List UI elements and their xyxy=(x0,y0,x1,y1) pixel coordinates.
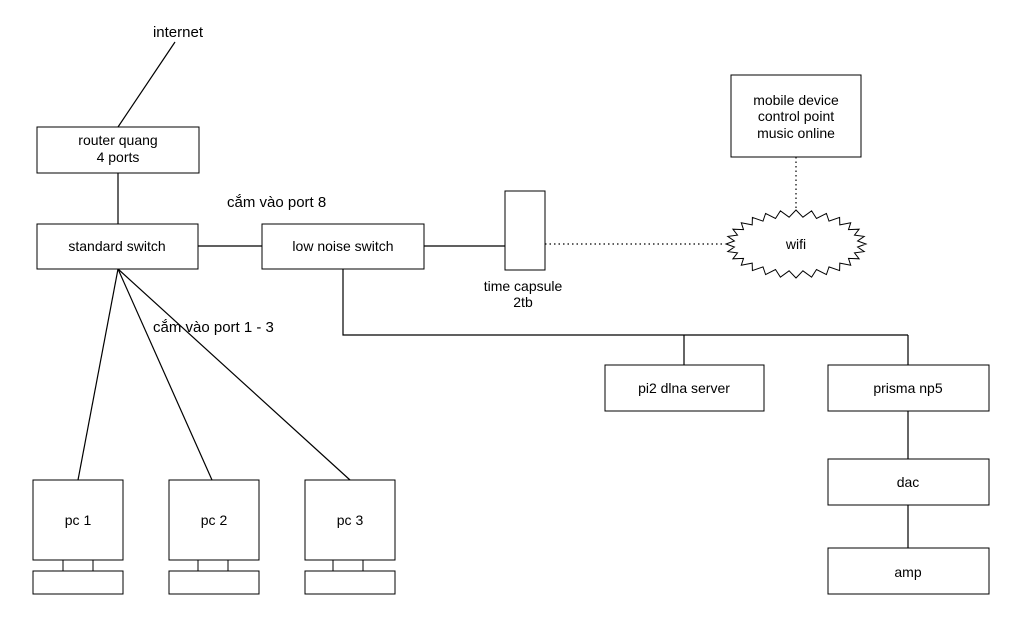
pc-3-monitor xyxy=(304,479,396,561)
router-ports-label: 4 ports xyxy=(97,149,140,165)
wifi-label: wifi xyxy=(785,236,806,252)
pc-1-keyboard xyxy=(32,570,124,595)
switch-to-pc3-link xyxy=(117,268,351,481)
port-8-note: cắm vào port 8 xyxy=(227,194,326,211)
dac-label: dac xyxy=(897,474,920,490)
time-capsule-label: time capsule xyxy=(484,278,563,294)
pc-3-stand xyxy=(332,559,364,572)
pc-2-keyboard xyxy=(168,570,260,595)
music-online-label: music online xyxy=(757,125,835,141)
control-point-label: control point xyxy=(758,108,834,124)
pc-3-label: pc 3 xyxy=(337,512,364,528)
port-1-3-note: cắm vào port 1 - 3 xyxy=(153,319,274,336)
pi2-dlna-server-label: pi2 dlna server xyxy=(638,380,730,396)
pc-2: pc 2 xyxy=(168,479,260,595)
prisma-np5-label: prisma np5 xyxy=(873,380,942,396)
standard-switch-label: standard switch xyxy=(68,238,165,254)
pc-1-monitor xyxy=(32,479,124,561)
amp-box xyxy=(827,547,990,595)
amp-label: amp xyxy=(894,564,921,580)
pc-1-stand xyxy=(62,559,94,572)
low-noise-switch-box xyxy=(261,223,425,270)
wifi-cloud-icon xyxy=(724,209,868,279)
switch-to-pc1-link xyxy=(77,268,119,481)
mobile-device-label: mobile device xyxy=(753,92,839,108)
pc-3-keyboard xyxy=(304,570,396,595)
standard-switch-box xyxy=(36,223,199,270)
time-capsule-box xyxy=(504,190,546,271)
time-capsule-size-label: 2tb xyxy=(513,294,533,310)
low-noise-bus-link xyxy=(342,269,908,336)
pc-2-stand xyxy=(197,559,229,572)
prisma-np5-box xyxy=(827,364,990,412)
low-noise-switch-label: low noise switch xyxy=(292,238,393,254)
pc-1-label: pc 1 xyxy=(65,512,92,528)
switch-to-pc2-link xyxy=(117,268,213,481)
internet-label: internet xyxy=(153,24,204,41)
mobile-device-box xyxy=(730,74,862,158)
pc-3: pc 3 xyxy=(304,479,396,595)
dac-box xyxy=(827,458,990,506)
pi2-dlna-server-box xyxy=(604,364,765,412)
pc-2-monitor xyxy=(168,479,260,561)
pc-2-label: pc 2 xyxy=(201,512,228,528)
router-label: router quang xyxy=(78,132,157,148)
internet-link xyxy=(117,41,176,128)
router-box xyxy=(36,126,200,174)
pc-1: pc 1 xyxy=(32,479,124,595)
